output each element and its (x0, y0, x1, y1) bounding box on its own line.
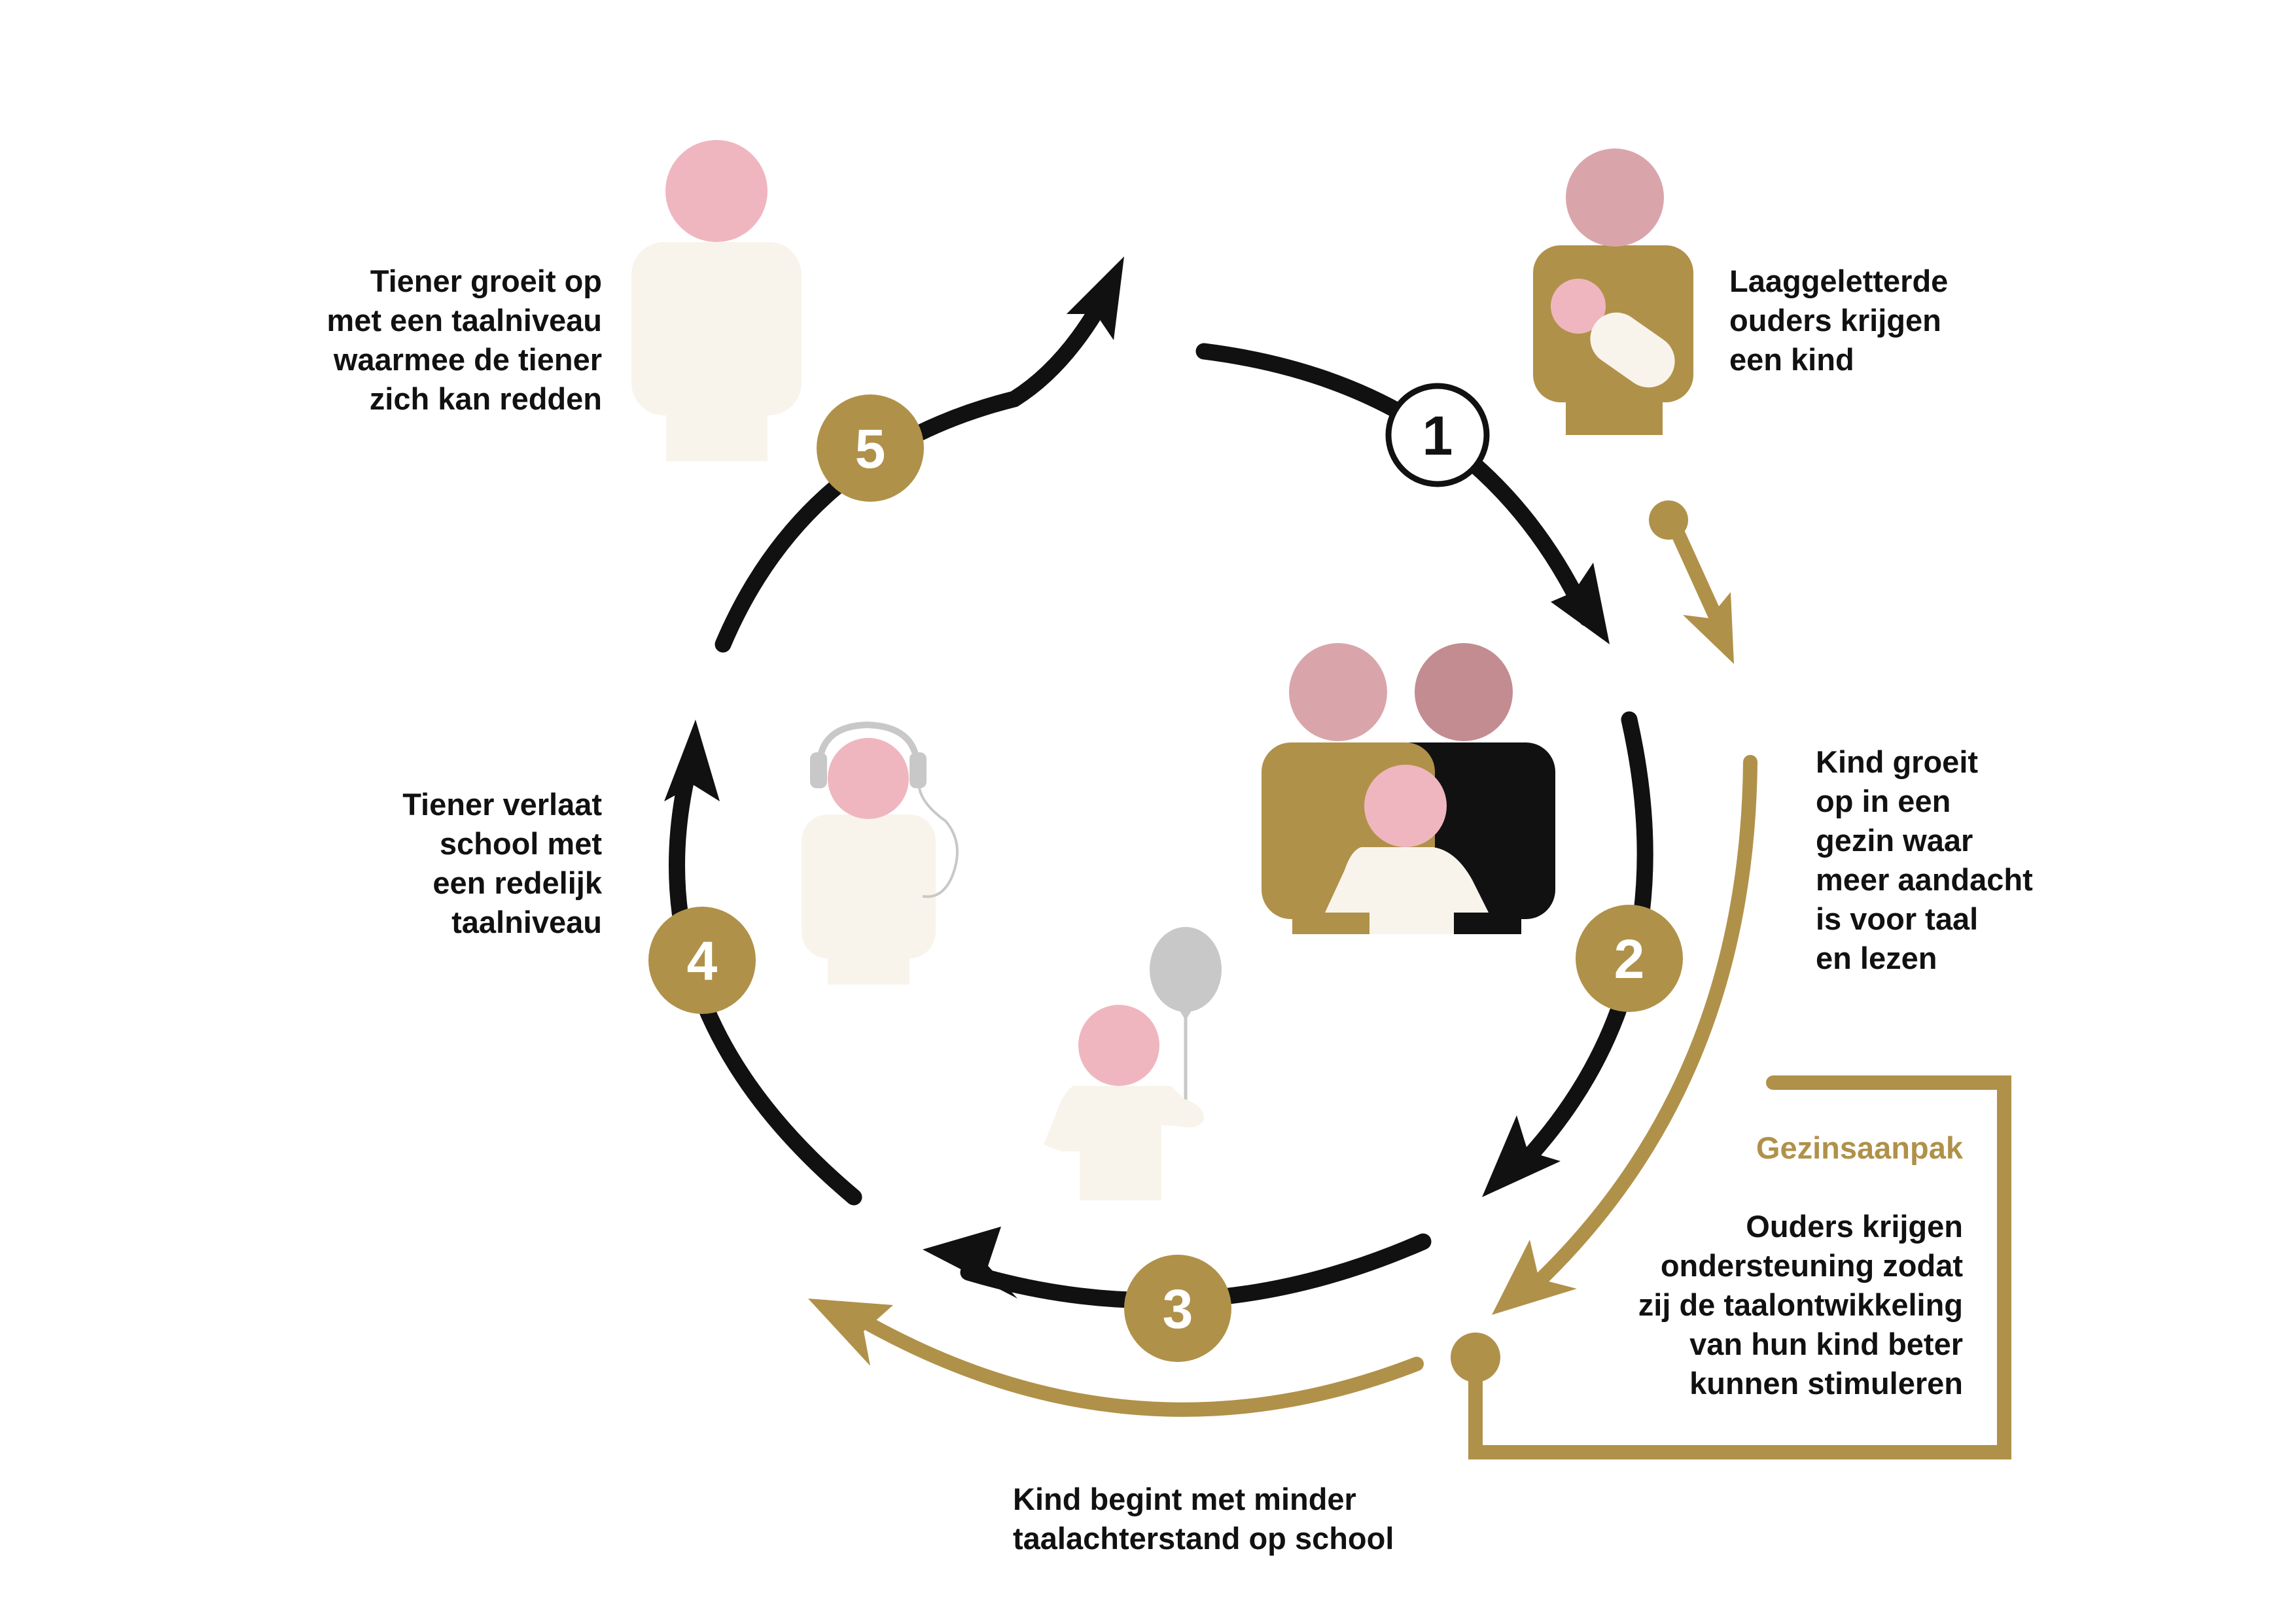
arrowhead-to-5 (664, 720, 720, 801)
step4-line: school met (439, 826, 602, 861)
step4-line: taalniveau (451, 905, 602, 939)
step3-line: taalachterstand op school (1013, 1521, 1394, 1556)
step-badge-4: 4 (648, 907, 756, 1014)
arrowhead-to-2 (1551, 563, 1610, 644)
step-number-1: 1 (1422, 405, 1453, 466)
arrowhead-to-3 (1482, 1115, 1561, 1197)
step5-line: Tiener groeit op (370, 264, 602, 298)
gold-arrowhead-top (1683, 592, 1734, 664)
intervention-line: kunnen stimuleren (1689, 1366, 1963, 1401)
step5-line: waarmee de tiener (333, 342, 602, 377)
parent-with-baby-icon (1533, 148, 1693, 435)
arrow-step1-to-2 (1195, 343, 1595, 627)
step2-line: en lezen (1816, 941, 1937, 975)
step-badge-5: 5 (817, 394, 924, 502)
intervention-line: Ouders krijgen (1746, 1209, 1963, 1244)
family-icon (1262, 643, 1555, 934)
gold-arrow-main (1524, 755, 1757, 1296)
step1-label: Laaggeletterde ouders krijgen een kind (1729, 262, 1948, 379)
step2-line: op in een (1816, 784, 1951, 818)
gold-dot-bottom (1451, 1333, 1500, 1382)
teen-with-headphones-icon (802, 721, 959, 985)
step2-line: meer aandacht (1816, 862, 2033, 897)
intervention-bracket (1468, 1075, 2011, 1459)
step5-line: met een taalniveau (327, 303, 602, 338)
gold-arrow-bottom (863, 1318, 1424, 1417)
teen-figure-icon (631, 140, 802, 461)
intervention-line: van hun kind beter (1689, 1327, 1963, 1361)
step1-line: Laaggeletterde (1729, 264, 1949, 298)
step2-line: Kind groeit (1816, 744, 1979, 779)
step-number-5: 5 (855, 418, 886, 480)
intervention-description: Ouders krijgen ondersteuning zodat zij d… (1505, 1207, 1963, 1403)
step2-line: is voor taal (1816, 901, 1979, 936)
step-number-4: 4 (687, 930, 718, 992)
child-with-balloon-icon (1044, 927, 1222, 1200)
step3-label: Kind begint met minder taalachterstand o… (1013, 1480, 1394, 1558)
step4-line: Tiener verlaat (402, 787, 602, 822)
step2-line: gezin waar (1816, 823, 1973, 858)
step5-label: Tiener groeit op met een taalniveau waar… (301, 262, 602, 419)
step2-label: Kind groeit op in een gezin waar meer aa… (1816, 742, 2033, 978)
gold-arrow-start (1665, 513, 1728, 635)
intervention-line: zij de taalontwikkeling (1638, 1287, 1963, 1322)
arrowhead-to-4 (923, 1227, 1017, 1299)
cycle-arrowheads (664, 256, 1610, 1299)
step3-line: Kind begint met minder (1013, 1482, 1356, 1516)
intervention-title: Gezinsaanpak (1756, 1130, 1963, 1165)
gold-arrowhead-bottom (808, 1299, 893, 1366)
step-badge-1: 1 (1385, 383, 1490, 487)
step-badge-2: 2 (1576, 905, 1683, 1012)
step4-label: Tiener verlaat school met een redelijk t… (301, 785, 602, 942)
arrowhead-to-1 (1067, 256, 1124, 340)
step-badge-3: 3 (1124, 1255, 1231, 1362)
intervention-path (863, 513, 2011, 1459)
gold-dot-top (1649, 500, 1688, 540)
step4-line: een redelijk (433, 865, 602, 900)
arrow-step5-to-1 (715, 286, 1114, 653)
step-number-2: 2 (1614, 928, 1645, 990)
step-number-3: 3 (1163, 1278, 1193, 1340)
gold-arrowhead-main (1492, 1240, 1577, 1315)
intervention-line: ondersteuning zodat (1660, 1248, 1963, 1283)
step1-line: ouders krijgen (1729, 303, 1941, 338)
step1-line: een kind (1729, 342, 1854, 377)
step5-line: zich kan redden (369, 381, 602, 416)
intervention-markers (808, 500, 1734, 1382)
